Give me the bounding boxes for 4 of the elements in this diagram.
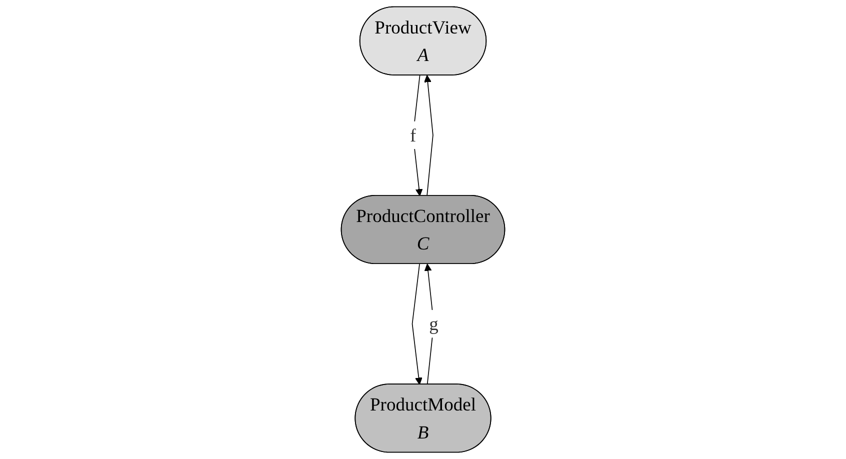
edge-label: f bbox=[410, 124, 416, 146]
edge-label: g bbox=[429, 313, 438, 334]
arrow bbox=[412, 264, 422, 385]
arrow bbox=[424, 75, 434, 196]
